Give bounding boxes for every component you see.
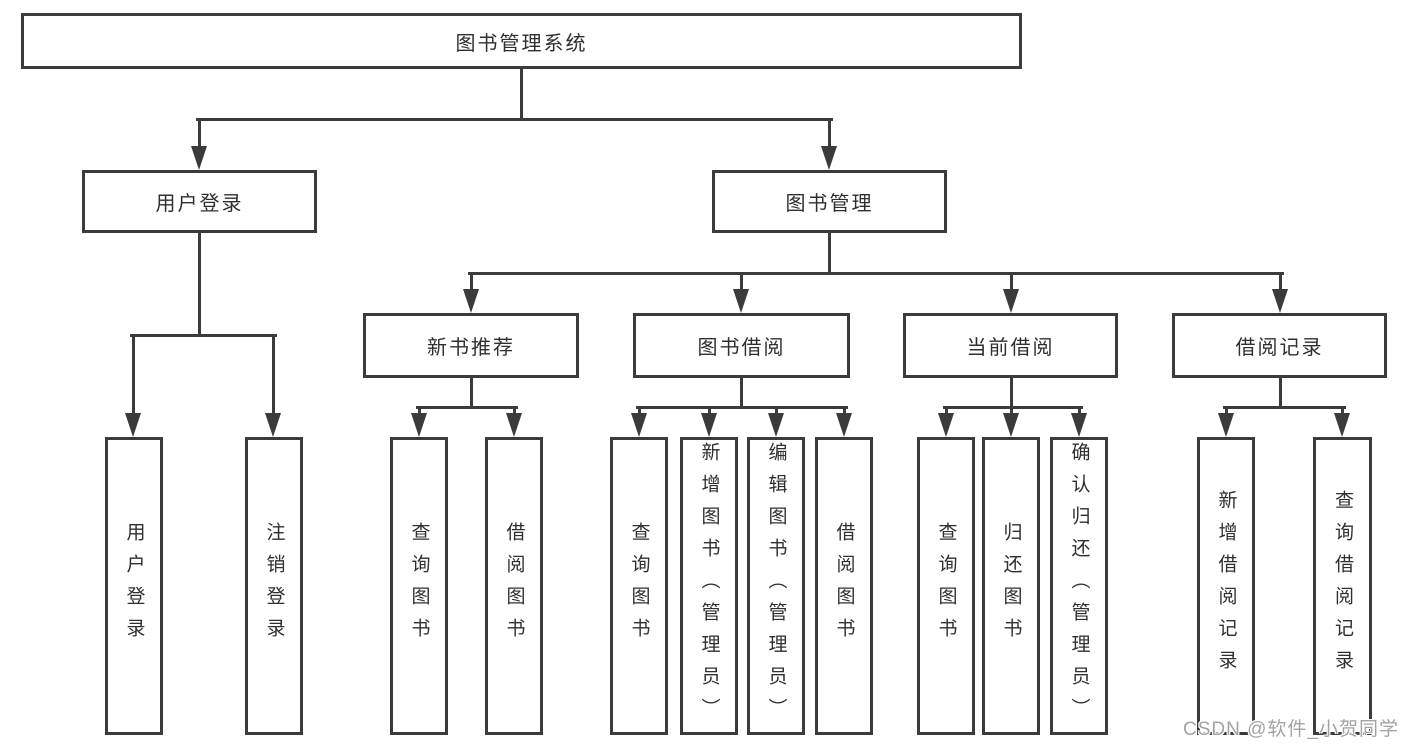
node-label: 当前借阅 bbox=[966, 337, 1055, 359]
arrowhead-icon bbox=[1334, 413, 1350, 437]
connector-line bbox=[1010, 378, 1013, 409]
node-new-book-recommendation: 新书推荐 bbox=[363, 313, 579, 378]
connector-line bbox=[1341, 407, 1344, 415]
connector-line bbox=[198, 233, 201, 337]
connector-line bbox=[130, 334, 277, 337]
node-label: 确认归还（管理员） bbox=[1068, 442, 1090, 730]
connector-line bbox=[468, 272, 1284, 275]
connector-line bbox=[416, 406, 518, 409]
arrowhead-icon bbox=[1218, 413, 1234, 437]
connector-line bbox=[520, 69, 523, 119]
connector-line bbox=[775, 407, 778, 415]
arrowhead-icon bbox=[506, 413, 522, 437]
connector-line bbox=[943, 406, 1083, 409]
arrowhead-icon bbox=[125, 413, 141, 437]
arrowhead-icon bbox=[1003, 289, 1019, 313]
connector-line bbox=[418, 407, 421, 415]
node-label: 新增图书（管理员） bbox=[698, 442, 720, 730]
connector-line bbox=[1010, 273, 1013, 291]
node-label: 借阅图书 bbox=[833, 522, 855, 650]
arrowhead-icon bbox=[631, 413, 647, 437]
node-label: 查询图书 bbox=[628, 522, 650, 650]
leaf-edit-books-admin: 编辑图书（管理员） bbox=[747, 437, 805, 735]
arrowhead-icon bbox=[733, 289, 749, 313]
node-label: 注销登录 bbox=[263, 522, 285, 650]
connector-line bbox=[638, 407, 641, 415]
node-user-login: 用户登录 bbox=[82, 170, 317, 233]
leaf-query-books-borrowing: 查询图书 bbox=[610, 437, 668, 735]
leaf-return-books: 归还图书 bbox=[982, 437, 1040, 735]
leaf-borrow-books-borrowing: 借阅图书 bbox=[815, 437, 873, 735]
node-label: 图书借阅 bbox=[697, 337, 786, 359]
connector-line bbox=[828, 119, 831, 148]
connector-line bbox=[196, 118, 833, 121]
leaf-logout: 注销登录 bbox=[245, 437, 303, 735]
connector-line bbox=[1279, 273, 1282, 291]
arrowhead-icon bbox=[191, 146, 207, 170]
connector-line bbox=[708, 407, 711, 415]
arrowhead-icon bbox=[768, 413, 784, 437]
node-label: 借阅记录 bbox=[1235, 337, 1324, 359]
connector-line bbox=[470, 378, 473, 409]
leaf-query-books-recommend: 查询图书 bbox=[390, 437, 448, 735]
arrowhead-icon bbox=[836, 413, 852, 437]
node-book-borrowing: 图书借阅 bbox=[633, 313, 850, 378]
node-borrowing-records: 借阅记录 bbox=[1172, 313, 1387, 378]
connector-line bbox=[132, 335, 135, 415]
connector-line bbox=[636, 406, 848, 409]
node-label: 新增借阅记录 bbox=[1215, 490, 1237, 682]
node-label: 图书管理 bbox=[785, 193, 874, 215]
arrowhead-icon bbox=[821, 146, 837, 170]
connector-line bbox=[740, 273, 743, 291]
arrowhead-icon bbox=[1071, 413, 1087, 437]
node-label: 图书管理系统 bbox=[455, 32, 588, 55]
connector-line bbox=[1078, 407, 1081, 415]
leaf-add-borrow-record: 新增借阅记录 bbox=[1197, 437, 1255, 735]
connector-line bbox=[272, 335, 275, 415]
leaf-query-borrow-record: 查询借阅记录 bbox=[1313, 437, 1372, 735]
node-current-borrowing: 当前借阅 bbox=[903, 313, 1118, 378]
arrowhead-icon bbox=[265, 413, 281, 437]
arrowhead-icon bbox=[1003, 413, 1019, 437]
arrowhead-icon bbox=[1272, 289, 1288, 313]
node-label: 查询图书 bbox=[935, 522, 957, 650]
node-label: 归还图书 bbox=[1000, 522, 1022, 650]
connector-line bbox=[198, 119, 201, 148]
connector-line bbox=[513, 407, 516, 415]
node-label: 用户登录 bbox=[123, 522, 145, 650]
connector-line bbox=[1225, 407, 1228, 415]
node-label: 编辑图书（管理员） bbox=[765, 442, 787, 730]
leaf-user-login: 用户登录 bbox=[105, 437, 163, 735]
connector-line bbox=[470, 273, 473, 291]
node-label: 查询图书 bbox=[408, 522, 430, 650]
connector-line bbox=[828, 233, 831, 275]
connector-line bbox=[1279, 378, 1282, 409]
connector-line bbox=[740, 378, 743, 409]
connector-line bbox=[1223, 406, 1346, 409]
connector-line bbox=[1010, 407, 1013, 415]
leaf-confirm-return-admin: 确认归还（管理员） bbox=[1050, 437, 1108, 735]
arrowhead-icon bbox=[938, 413, 954, 437]
node-label: 用户登录 bbox=[155, 193, 244, 215]
node-book-management: 图书管理 bbox=[712, 170, 947, 233]
node-library-management-system: 图书管理系统 bbox=[21, 13, 1022, 69]
arrowhead-icon bbox=[411, 413, 427, 437]
leaf-query-books-current: 查询图书 bbox=[917, 437, 975, 735]
arrowhead-icon bbox=[463, 289, 479, 313]
node-label: 新书推荐 bbox=[427, 337, 515, 359]
connector-line bbox=[843, 407, 846, 415]
leaf-add-books-admin: 新增图书（管理员） bbox=[680, 437, 738, 735]
node-label: 借阅图书 bbox=[503, 522, 525, 650]
leaf-borrow-books-recommend: 借阅图书 bbox=[485, 437, 543, 735]
watermark: CSDN @软件_小贺同学 bbox=[1183, 719, 1399, 740]
connector-line bbox=[945, 407, 948, 415]
arrowhead-icon bbox=[701, 413, 717, 437]
node-label: 查询借阅记录 bbox=[1332, 490, 1353, 682]
